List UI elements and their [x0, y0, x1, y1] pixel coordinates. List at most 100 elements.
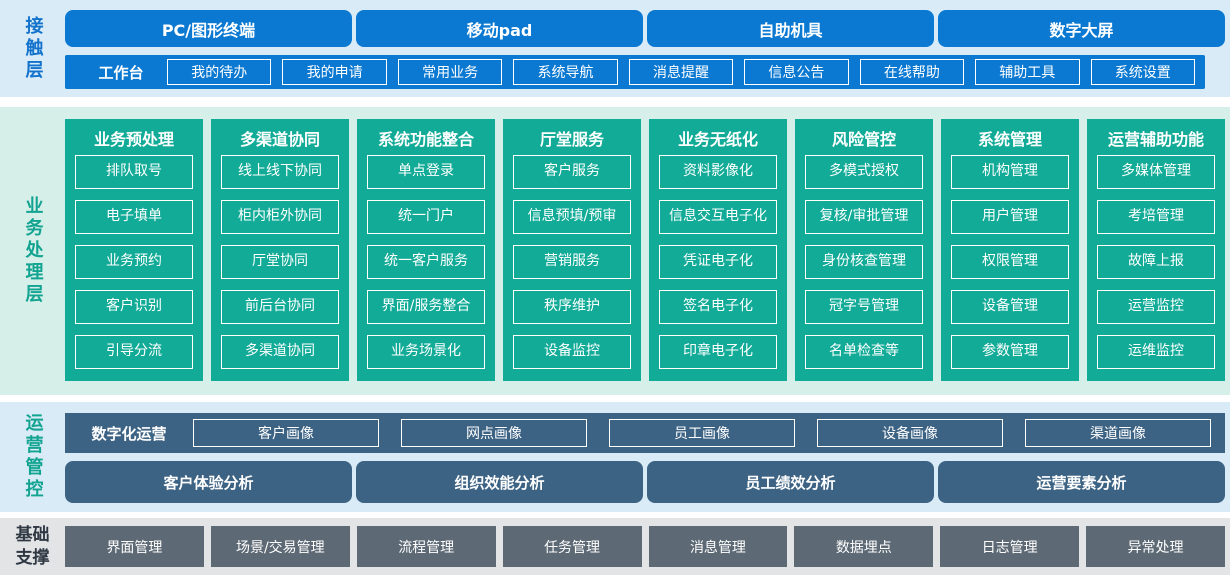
foundation-layer-label: 基础支撑 [15, 525, 50, 568]
workbench-item: 系统设置 [1090, 59, 1195, 85]
foundation-item: 流程管理 [356, 526, 496, 567]
contact-layer-label-box: 接触层 [0, 0, 65, 97]
business-column-item: 营销服务 [513, 245, 631, 279]
foundation-item: 异常处理 [1086, 526, 1225, 567]
business-column-item: 柜内柜外协同 [221, 200, 339, 234]
workbench-item: 常用业务 [397, 59, 503, 85]
business-column-item: 统一门户 [367, 200, 485, 234]
workbench-item: 我的申请 [282, 59, 387, 85]
portrait-item: 客户画像 [193, 419, 379, 447]
business-column-item: 厅堂协同 [221, 245, 339, 279]
business-column-item: 权限管理 [951, 245, 1069, 279]
business-column-item: 复核/审批管理 [805, 200, 923, 234]
business-column-item: 线上线下协同 [221, 155, 339, 189]
business-column-title: 系统功能整合 [377, 130, 474, 149]
contact-layer-label: 接触层 [22, 15, 44, 82]
portrait-items: 客户画像网点画像员工画像设备画像渠道画像 [193, 419, 1211, 447]
portrait-item: 渠道画像 [1025, 419, 1211, 447]
portrait-item: 网点画像 [401, 419, 587, 447]
business-column-item: 引导分流 [75, 335, 193, 369]
foundation-item: 界面管理 [65, 526, 204, 567]
business-column-item: 界面/服务整合 [367, 290, 485, 324]
analysis-item: 组织效能分析 [356, 461, 643, 503]
workbench-item: 在线帮助 [859, 59, 965, 85]
operations-layer-label: 运营管控 [22, 413, 44, 501]
business-column-item: 运维监控 [1097, 335, 1215, 369]
business-column-items: 多模式授权复核/审批管理身份核查管理冠字号管理名单检查等 [805, 155, 923, 369]
business-column-item: 运营监控 [1097, 290, 1215, 324]
business-column-item: 资料影像化 [659, 155, 777, 189]
operations-layer-label-box: 运营管控 [0, 402, 65, 512]
terminal-button: 自助机具 [647, 10, 934, 47]
digital-operations-label: 数字化运营 [91, 424, 167, 443]
business-column-title: 多渠道协同 [239, 130, 320, 149]
business-columns: 业务预处理 排队取号电子填单业务预约客户识别引导分流 多渠道协同 线上线下协同柜… [65, 119, 1225, 381]
business-column-title: 运营辅助功能 [1107, 130, 1204, 149]
business-column-item: 机构管理 [951, 155, 1069, 189]
foundation-support-layer: 基础支撑 界面管理场景/交易管理流程管理任务管理消息管理数据埋点日志管理异常处理 [0, 518, 1230, 575]
business-column-items: 线上线下协同柜内柜外协同厅堂协同前后台协同多渠道协同 [221, 155, 339, 369]
business-column-item: 秩序维护 [513, 290, 631, 324]
business-column-title: 系统管理 [977, 130, 1042, 149]
business-column-items: 机构管理用户管理权限管理设备管理参数管理 [951, 155, 1069, 369]
digital-operations-bar: 数字化运营 客户画像网点画像员工画像设备画像渠道画像 [65, 413, 1225, 453]
analysis-item: 客户体验分析 [65, 461, 352, 503]
foundation-items: 界面管理场景/交易管理流程管理任务管理消息管理数据埋点日志管理异常处理 [65, 526, 1225, 567]
business-column-item: 多渠道协同 [221, 335, 339, 369]
workbench-item: 信息公告 [744, 59, 849, 85]
business-layer-label-box: 业务处理层 [0, 107, 65, 395]
business-column-item: 前后台协同 [221, 290, 339, 324]
business-column: 运营辅助功能 多媒体管理考培管理故障上报运营监控运维监控 [1087, 119, 1225, 381]
business-column-items: 单点登录统一门户统一客户服务界面/服务整合业务场景化 [367, 155, 485, 369]
business-column-item: 排队取号 [75, 155, 193, 189]
business-column-items: 资料影像化信息交互电子化凭证电子化签名电子化印章电子化 [659, 155, 777, 369]
foundation-item: 数据埋点 [794, 526, 934, 567]
business-column-item: 客户服务 [513, 155, 631, 189]
business-column-title: 业务无纸化 [677, 130, 758, 149]
business-column-items: 排队取号电子填单业务预约客户识别引导分流 [75, 155, 193, 369]
business-column-item: 印章电子化 [659, 335, 777, 369]
business-column-title: 风险管控 [831, 130, 896, 149]
terminal-button: 移动pad [356, 10, 643, 47]
business-column: 多渠道协同 线上线下协同柜内柜外协同厅堂协同前后台协同多渠道协同 [211, 119, 349, 381]
foundation-layer-label-box: 基础支撑 [0, 518, 65, 575]
business-column-item: 故障上报 [1097, 245, 1215, 279]
business-column-item: 冠字号管理 [805, 290, 923, 324]
business-column-item: 设备监控 [513, 335, 631, 369]
business-column: 厅堂服务 客户服务信息预填/预审营销服务秩序维护设备监控 [503, 119, 641, 381]
portrait-item: 员工画像 [609, 419, 795, 447]
analysis-item: 员工绩效分析 [647, 461, 934, 503]
foundation-item: 任务管理 [502, 526, 642, 567]
business-column-item: 参数管理 [951, 335, 1069, 369]
terminal-button: PC/图形终端 [65, 10, 352, 47]
business-column-item: 设备管理 [951, 290, 1069, 324]
business-column-items: 客户服务信息预填/预审营销服务秩序维护设备监控 [513, 155, 631, 369]
business-column-title: 业务预处理 [93, 130, 174, 149]
business-column-item: 考培管理 [1097, 200, 1215, 234]
workbench-label: 工作台 [98, 63, 144, 82]
business-column: 业务无纸化 资料影像化信息交互电子化凭证电子化签名电子化印章电子化 [649, 119, 787, 381]
business-layer-label: 业务处理层 [22, 196, 44, 306]
terminal-button: 数字大屏 [938, 10, 1225, 47]
business-column-item: 统一客户服务 [367, 245, 485, 279]
business-column-item: 名单检查等 [805, 335, 923, 369]
workbench-bar: 工作台 我的待办我的申请常用业务系统导航消息提醒信息公告在线帮助辅助工具系统设置 [65, 55, 1205, 89]
business-column: 系统管理 机构管理用户管理权限管理设备管理参数管理 [941, 119, 1079, 381]
business-column-item: 业务场景化 [367, 335, 485, 369]
business-column-item: 多模式授权 [805, 155, 923, 189]
business-column-title: 厅堂服务 [539, 130, 604, 149]
portrait-item: 设备画像 [817, 419, 1003, 447]
business-column: 业务预处理 排队取号电子填单业务预约客户识别引导分流 [65, 119, 203, 381]
foundation-item: 消息管理 [648, 526, 788, 567]
workbench-items: 我的待办我的申请常用业务系统导航消息提醒信息公告在线帮助辅助工具系统设置 [167, 59, 1195, 85]
business-column-item: 信息预填/预审 [513, 200, 631, 234]
business-column-item: 信息交互电子化 [659, 200, 777, 234]
business-column-items: 多媒体管理考培管理故障上报运营监控运维监控 [1097, 155, 1215, 369]
business-column-item: 业务预约 [75, 245, 193, 279]
business-column-item: 单点登录 [367, 155, 485, 189]
analysis-item: 运营要素分析 [938, 461, 1225, 503]
business-column-item: 电子填单 [75, 200, 193, 234]
workbench-item: 系统导航 [513, 59, 618, 85]
